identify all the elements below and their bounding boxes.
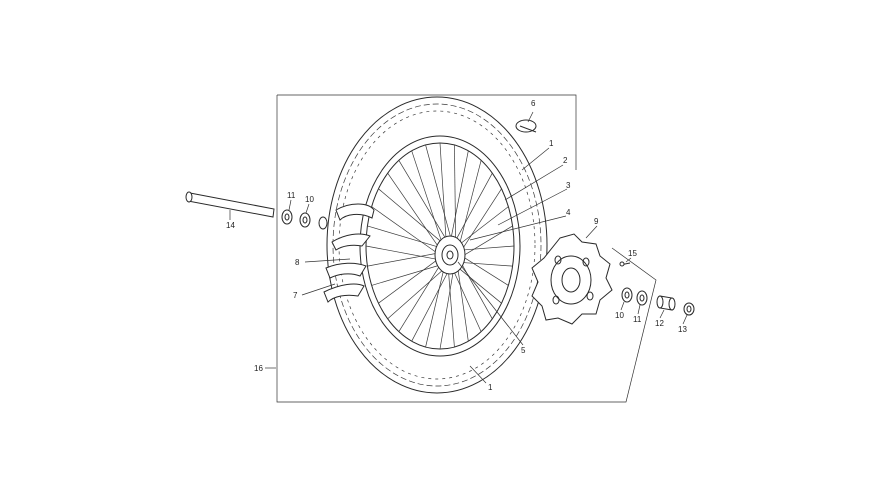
spoke — [456, 266, 502, 304]
brake-disc-outline — [531, 233, 613, 325]
spoke — [371, 206, 440, 255]
spoke — [387, 173, 441, 250]
spoke — [378, 188, 444, 244]
seal-left — [299, 212, 311, 228]
spoke — [378, 258, 440, 304]
hub-bore — [446, 250, 454, 260]
spoke — [365, 245, 440, 261]
spoke — [459, 260, 493, 319]
brake-disc — [531, 233, 613, 325]
spoke — [425, 266, 445, 348]
spoke — [411, 150, 443, 245]
spoke — [398, 160, 448, 242]
axle-shaft — [187, 192, 275, 218]
callout-5: 5 — [521, 346, 526, 355]
spoke — [460, 188, 502, 252]
spoke — [367, 225, 441, 249]
axle — [185, 191, 275, 218]
callout-1-top: 1 — [549, 139, 554, 148]
valve-disc — [515, 119, 537, 133]
wheel-assembly — [323, 96, 548, 394]
tube-section-lower — [325, 262, 367, 279]
callout-4: 4 — [566, 208, 571, 217]
spoke — [452, 268, 482, 332]
callout-9: 9 — [594, 217, 599, 226]
spoke — [457, 206, 509, 246]
spoke — [425, 144, 453, 242]
callout-10-left: 10 — [305, 195, 314, 204]
callout-6: 6 — [531, 99, 536, 108]
tire-section — [323, 283, 365, 303]
spoke — [450, 150, 469, 242]
callout-3: 3 — [566, 181, 571, 190]
callout-11-right: 11 — [633, 315, 642, 324]
spoke — [460, 255, 509, 286]
axle-head — [185, 191, 193, 203]
rim-tape-section — [331, 233, 371, 251]
hub-center — [441, 244, 459, 266]
spoke — [460, 245, 515, 251]
spoke — [459, 261, 513, 267]
callout-1-bottom: 1 — [488, 383, 493, 392]
callout-15: 15 — [628, 249, 637, 258]
brake-disc-center — [550, 255, 592, 305]
spoke — [439, 142, 447, 242]
valve-part — [515, 119, 537, 133]
left-spacers — [281, 209, 328, 230]
callout-2: 2 — [563, 156, 568, 165]
spoke — [457, 265, 469, 342]
callout-labels: 6 1 2 3 4 5 1 8 7 16 14 11 10 9 15 10 11… — [226, 99, 687, 392]
callout-8: 8 — [295, 258, 300, 267]
bearing-right — [636, 290, 648, 306]
bearing-left — [281, 209, 293, 225]
hub — [434, 235, 466, 275]
spacer-left — [318, 216, 328, 230]
callout-11-left: 11 — [287, 191, 296, 200]
callout-12: 12 — [655, 319, 664, 328]
spoke — [411, 268, 450, 342]
callout-13: 13 — [678, 325, 687, 334]
callout-16: 16 — [254, 364, 263, 373]
callout-10-right: 10 — [615, 311, 624, 320]
spoke — [454, 173, 493, 243]
spoke — [447, 268, 455, 348]
callout-7: 7 — [293, 291, 298, 300]
tire-tread — [332, 103, 542, 387]
assembly-frame — [276, 94, 657, 403]
spoke — [460, 225, 513, 258]
callout-14: 14 — [226, 221, 235, 230]
spokes — [365, 142, 515, 350]
seal-right — [621, 287, 633, 303]
spoke — [454, 144, 457, 244]
spoke — [371, 264, 442, 286]
axle-nut — [683, 302, 695, 316]
right-spacers — [619, 261, 695, 316]
spoke — [398, 263, 442, 332]
spoke — [458, 160, 482, 247]
spoke — [387, 267, 446, 320]
spoke — [439, 268, 455, 350]
inner-tube-section — [335, 203, 375, 221]
leader-lines — [229, 111, 688, 384]
spoke — [367, 252, 440, 267]
